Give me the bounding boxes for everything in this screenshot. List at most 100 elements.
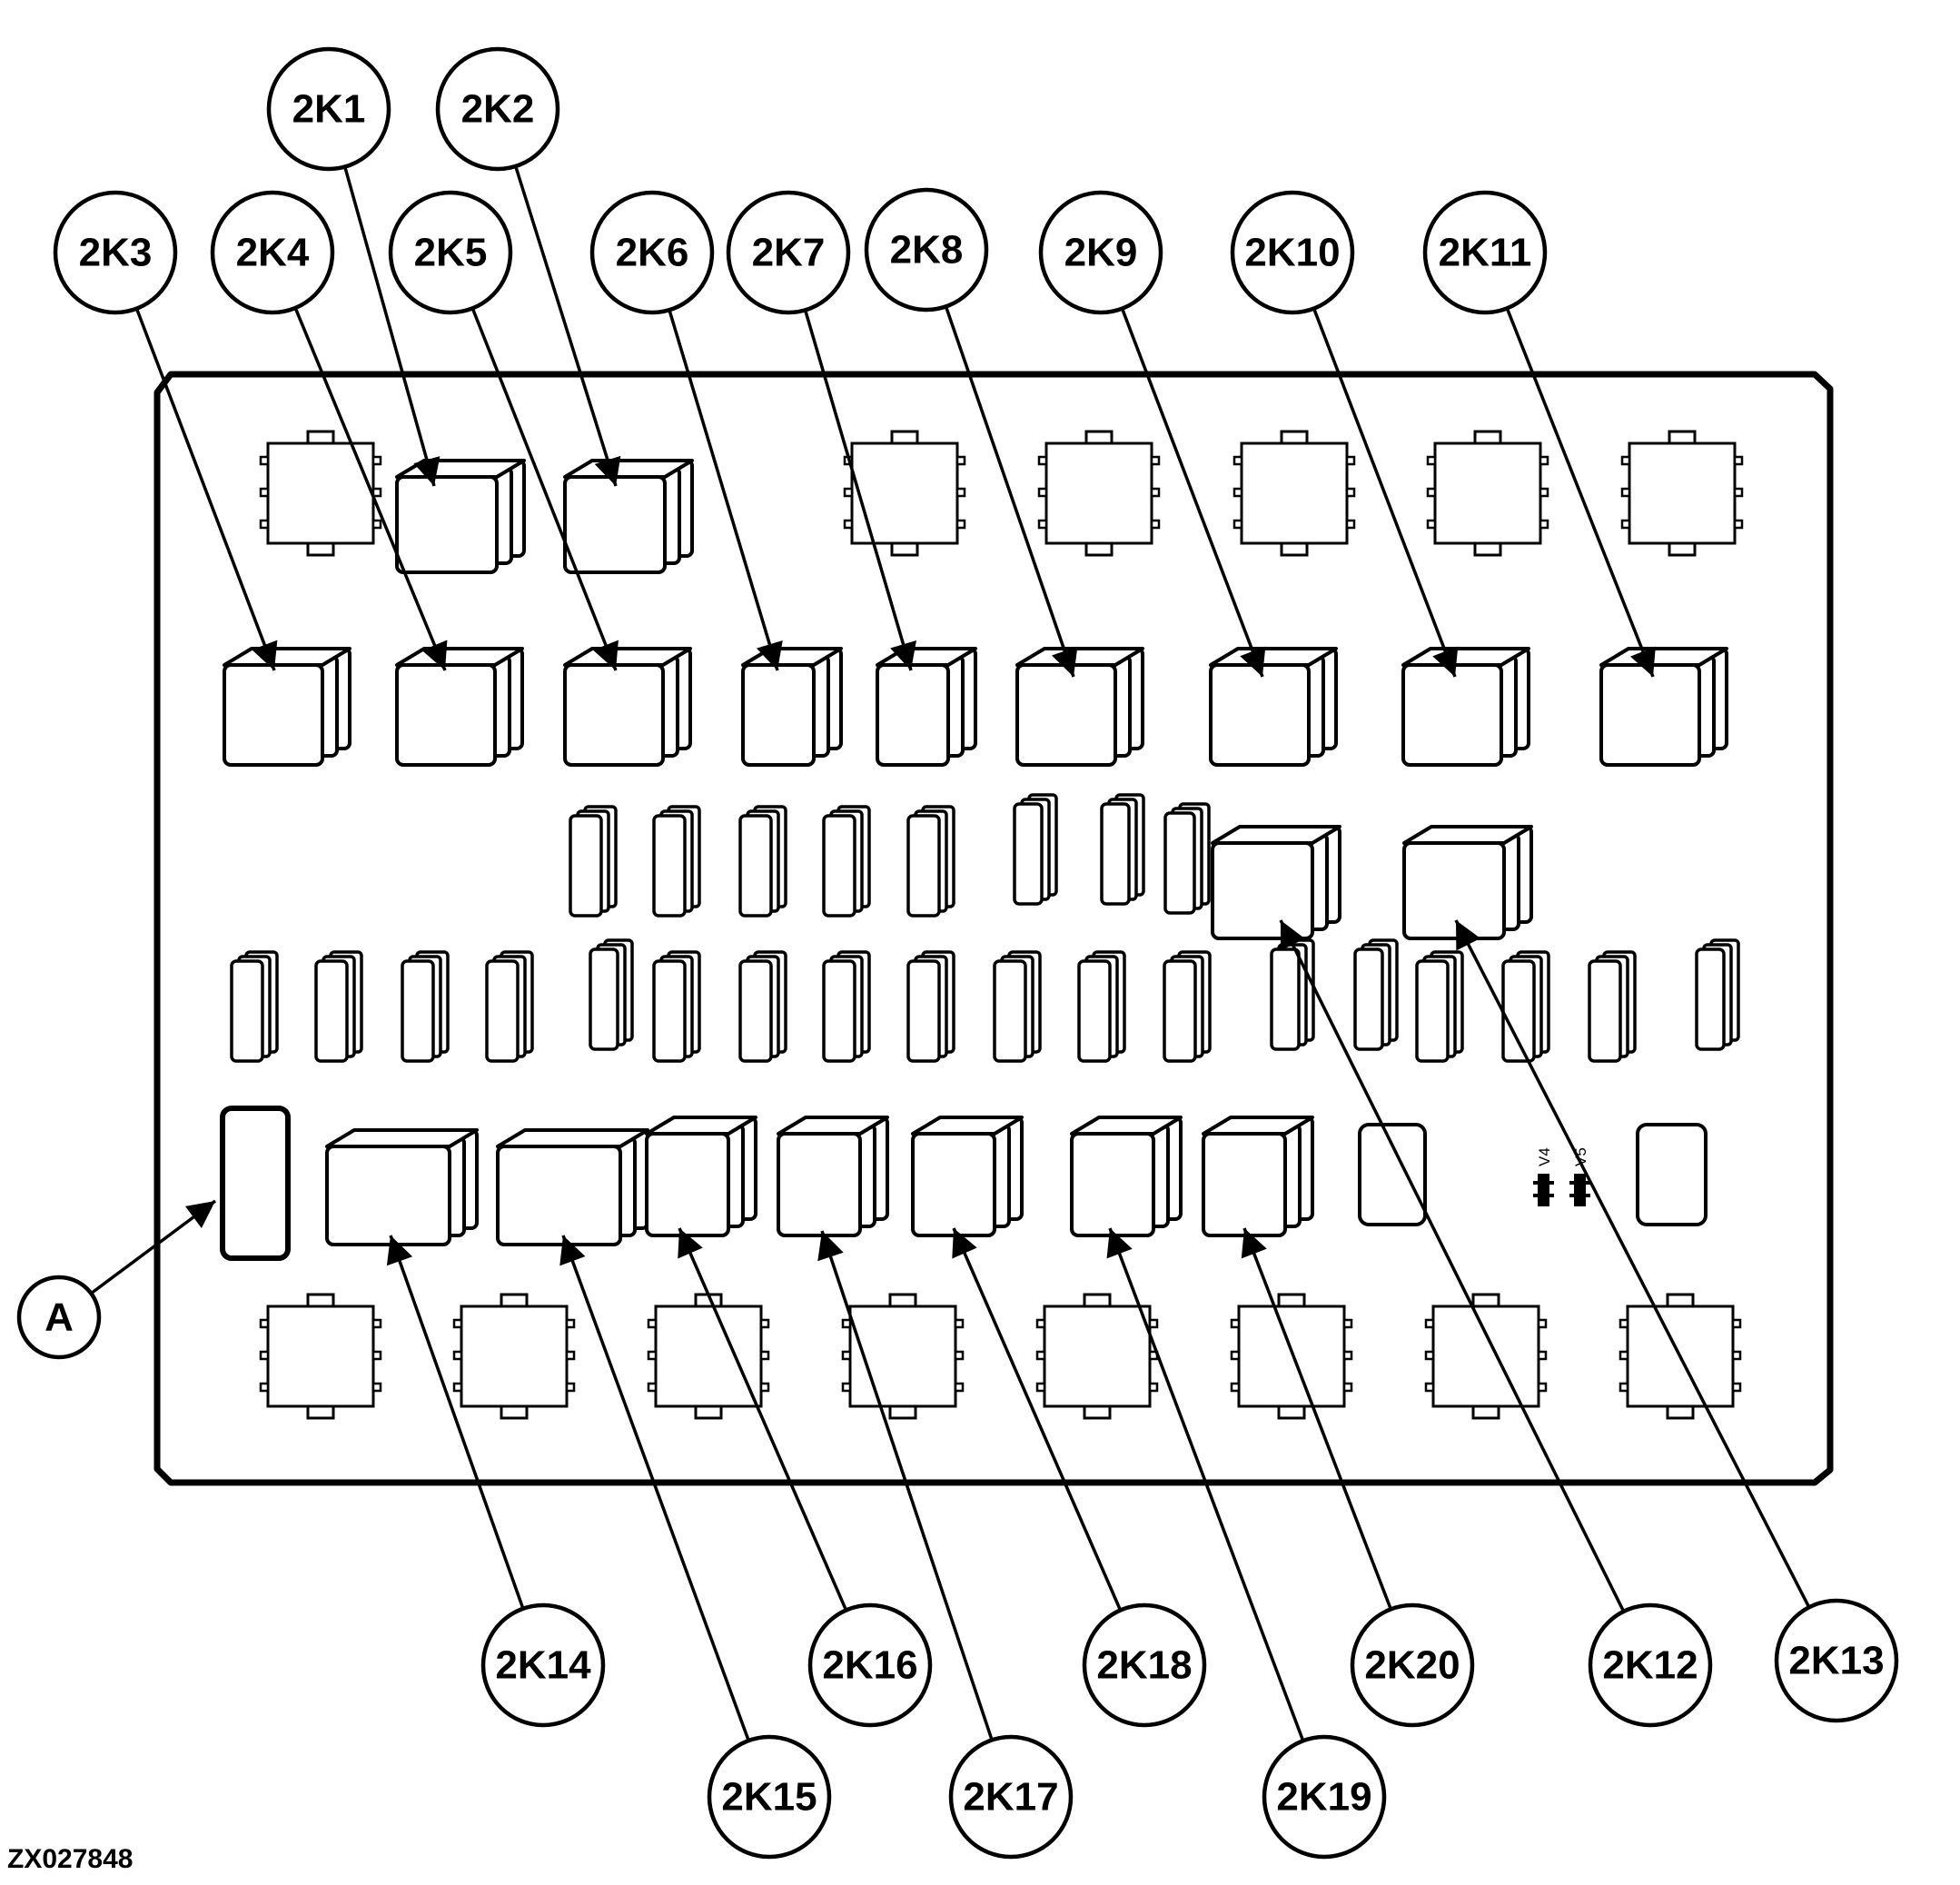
fuse <box>1013 793 1058 906</box>
leader-line-2k6 <box>668 309 783 671</box>
fuse <box>589 938 634 1051</box>
fuse-puller <box>220 1106 291 1261</box>
callout-label: 2K18 <box>1096 1643 1192 1688</box>
callout-label: A <box>45 1295 74 1340</box>
callout-2k17: 2K17 <box>948 1734 1074 1860</box>
callout-2k6: 2K6 <box>589 190 715 315</box>
relay-2K14 <box>325 1128 479 1246</box>
leader-line-2k3 <box>134 308 278 671</box>
fuse <box>822 805 871 918</box>
relay-2K18 <box>911 1116 1024 1237</box>
leader-line-2k2 <box>514 165 621 487</box>
callout-label: 2K2 <box>461 87 535 132</box>
callout-2k15: 2K15 <box>707 1734 832 1860</box>
callout-2k5: 2K5 <box>388 190 513 315</box>
fuse <box>1270 938 1315 1051</box>
fuse <box>314 950 363 1063</box>
fuse <box>1415 950 1464 1063</box>
callout-2k11: 2K11 <box>1422 190 1548 315</box>
fuse <box>1100 793 1145 906</box>
callout-label: 2K1 <box>292 87 366 132</box>
fuse <box>1695 938 1740 1051</box>
diode-v4 <box>1533 1174 1554 1206</box>
empty-socket <box>1426 430 1549 557</box>
callout-leaders <box>90 165 1811 1741</box>
callout-a: A <box>16 1275 102 1360</box>
spare-block <box>1636 1123 1708 1226</box>
fuse <box>1588 950 1637 1063</box>
empty-socket <box>259 1293 382 1420</box>
callout-label: 2K20 <box>1364 1643 1460 1688</box>
fuse <box>1163 950 1212 1063</box>
leader-line-2k16 <box>678 1227 848 1612</box>
callout-label: 2K12 <box>1602 1643 1698 1688</box>
leader-line-2k17 <box>817 1230 994 1741</box>
leader-line-2k15 <box>559 1235 750 1741</box>
empty-socket <box>1620 430 1744 557</box>
empty-socket <box>452 1293 576 1420</box>
callout-2k2: 2K2 <box>435 46 560 172</box>
callout-2k8: 2K8 <box>864 187 989 313</box>
callout-label: 2K17 <box>963 1775 1058 1820</box>
leader-line-2k1 <box>343 166 441 487</box>
leader-line-2k7 <box>803 309 916 671</box>
empty-relay-sockets <box>259 430 1744 1420</box>
leader-line-2k8 <box>944 305 1078 678</box>
leader-line-2k5 <box>470 307 619 671</box>
relay-2K15 <box>496 1128 649 1246</box>
callout-label: 2K14 <box>495 1643 591 1688</box>
relay-2K10 <box>1401 647 1530 767</box>
callout-label: 2K4 <box>236 231 310 275</box>
relay-2K17 <box>777 1116 889 1237</box>
fuse <box>822 950 871 1063</box>
callout-label: 2K3 <box>79 231 153 275</box>
empty-socket <box>647 1293 770 1420</box>
callout-label: 2K8 <box>890 228 964 273</box>
diode-v5 <box>1569 1174 1590 1206</box>
relay-2K16 <box>645 1116 757 1237</box>
fuse <box>230 950 279 1063</box>
leader-line-2k4 <box>293 307 448 671</box>
callout-bubbles: 2K1 2K2 2K3 2K4 2K5 2K6 2K7 2K8 2K9 2K10 2K11 2K12 2… <box>16 46 1899 1860</box>
empty-socket <box>1232 430 1356 557</box>
callout-2k9: 2K9 <box>1038 190 1163 315</box>
figure-id: ZX027848 <box>7 1844 134 1874</box>
empty-socket <box>843 430 966 557</box>
relay-2K8 <box>1015 647 1144 767</box>
callout-2k18: 2K18 <box>1082 1602 1207 1728</box>
relay-2K7 <box>876 647 977 767</box>
fuse <box>652 950 701 1063</box>
fuse <box>738 950 787 1063</box>
callout-label: 2K9 <box>1064 231 1138 275</box>
leader-line-a <box>90 1199 217 1295</box>
callout-2k16: 2K16 <box>807 1602 933 1728</box>
relay-2K11 <box>1599 647 1728 767</box>
fuse <box>1163 802 1211 915</box>
callout-label: 2K19 <box>1276 1775 1371 1820</box>
empty-socket <box>1230 1293 1353 1420</box>
leader-line-2k19 <box>1106 1227 1305 1741</box>
callout-2k7: 2K7 <box>726 190 851 315</box>
callout-label: 2K10 <box>1244 231 1340 275</box>
callout-label: 2K6 <box>616 231 689 275</box>
leader-line-2k9 <box>1120 308 1266 678</box>
callout-label: 2K7 <box>752 231 826 275</box>
board-mark-v4: V4 <box>1536 1147 1553 1166</box>
relay-2K5 <box>563 647 692 767</box>
fuse <box>485 950 534 1063</box>
fuse <box>569 805 618 918</box>
leader-line-2k12 <box>1279 919 1626 1612</box>
fuse <box>401 950 450 1063</box>
relay-2K6 <box>741 647 843 767</box>
callout-2k3: 2K3 <box>53 190 178 315</box>
callout-label: 2K16 <box>822 1643 917 1688</box>
fuse <box>1353 938 1399 1051</box>
fuse <box>1077 950 1126 1063</box>
callout-label: 2K15 <box>721 1775 817 1820</box>
callout-2k10: 2K10 <box>1230 190 1355 315</box>
callout-2k12: 2K12 <box>1588 1602 1713 1728</box>
callout-2k14: 2K14 <box>480 1602 606 1728</box>
callout-2k19: 2K19 <box>1262 1734 1387 1860</box>
fuse <box>1501 950 1550 1063</box>
relay-2K3 <box>223 647 351 767</box>
